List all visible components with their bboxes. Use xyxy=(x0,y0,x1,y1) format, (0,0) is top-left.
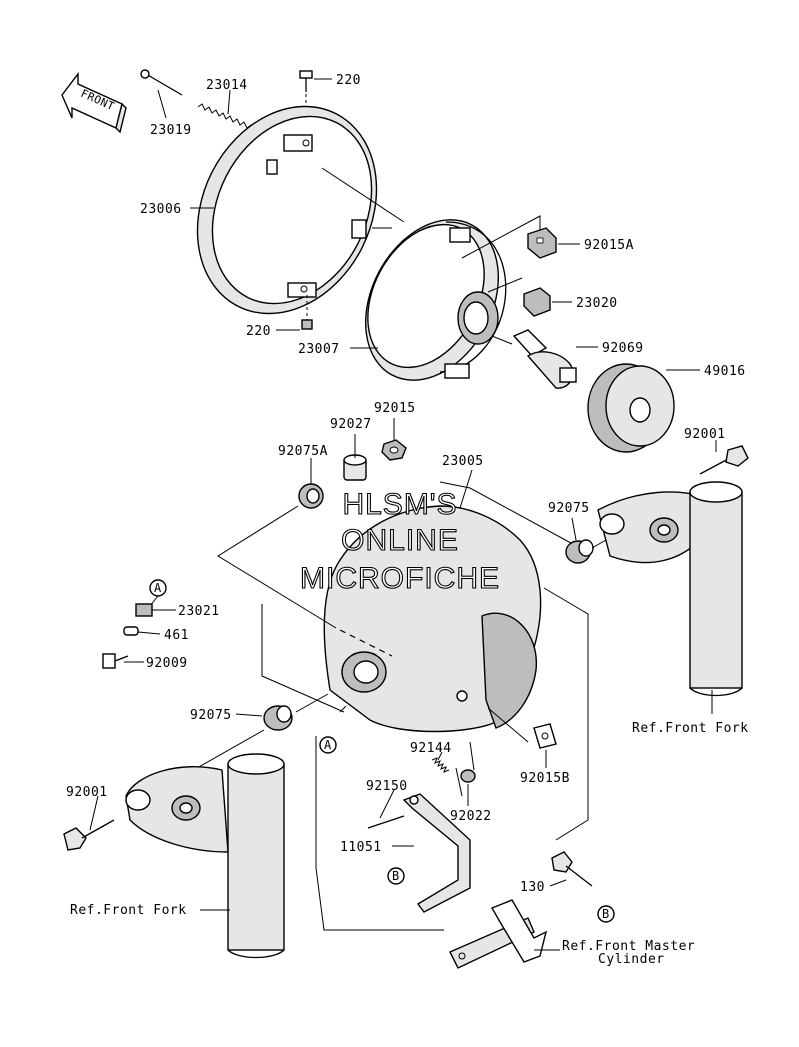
front-direction-arrow: FRONT xyxy=(61,71,127,134)
label-130: 130 xyxy=(520,880,545,895)
bracket-11051 xyxy=(402,793,471,913)
label-92015A: 92015A xyxy=(584,238,634,253)
right-fork-bracket xyxy=(597,491,701,564)
ref-front-fork-left: Ref.Front Fork xyxy=(70,903,187,918)
bulb-92069 xyxy=(512,329,577,389)
callout-b-left: B xyxy=(387,867,405,885)
watermark-line3: MICROFICHE xyxy=(300,562,500,595)
label-92015: 92015 xyxy=(374,401,416,416)
bolt-92001-right xyxy=(699,445,749,475)
nut-92015 xyxy=(381,439,407,461)
watermark-line2: ONLINE xyxy=(341,524,459,557)
cap-92015A xyxy=(527,227,557,259)
label-92075-right: 92075 xyxy=(548,501,590,516)
headlight-rim-23006 xyxy=(196,105,378,315)
bolt-130 xyxy=(551,851,593,887)
left-fork-bracket xyxy=(125,766,229,853)
label-92009: 92009 xyxy=(146,656,188,671)
part-labels: 23019 23014 220 23006 220 23007 92015A 2… xyxy=(66,73,749,967)
screw-92009 xyxy=(102,653,129,669)
label-23014: 23014 xyxy=(206,78,248,93)
screw-92150 xyxy=(367,815,405,829)
cap-23020 xyxy=(523,287,551,317)
svg-text:A: A xyxy=(324,738,332,752)
watermark: HLSM'S ONLINE MICROFICHE xyxy=(299,487,500,595)
master-cylinder-bracket xyxy=(449,899,548,969)
screw-220-bottom xyxy=(301,295,313,330)
label-92144: 92144 xyxy=(410,741,452,756)
svg-text:B: B xyxy=(392,869,399,883)
grommet-92075-left xyxy=(263,705,293,731)
label-49016: 49016 xyxy=(704,364,746,379)
connector-23021 xyxy=(135,603,153,617)
label-23021: 23021 xyxy=(178,604,220,619)
label-23006: 23006 xyxy=(140,202,182,217)
ref-master-cylinder-line2: Cylinder xyxy=(598,952,665,967)
headlight-housing-23005 xyxy=(323,505,542,733)
collar-92027 xyxy=(343,454,367,481)
label-461: 461 xyxy=(164,628,189,643)
callout-b-right: B xyxy=(597,905,615,923)
label-92001-left: 92001 xyxy=(66,785,108,800)
label-23019: 23019 xyxy=(150,123,192,138)
right-front-fork-tube xyxy=(689,481,743,697)
svg-text:B: B xyxy=(602,907,609,921)
clip-461 xyxy=(123,626,139,636)
label-92027: 92027 xyxy=(330,417,372,432)
label-92075-left: 92075 xyxy=(190,708,232,723)
nut-92022 xyxy=(460,769,476,783)
label-220-bottom: 220 xyxy=(246,324,271,339)
label-23020: 23020 xyxy=(576,296,618,311)
leader-lines xyxy=(89,78,717,951)
svg-text:A: A xyxy=(154,581,162,595)
grommet-92075-right xyxy=(565,539,594,564)
clip-92015B xyxy=(533,723,557,749)
grommet-92075A xyxy=(298,483,324,509)
bolt-92001-left xyxy=(63,819,115,851)
screw-23019 xyxy=(140,69,183,96)
label-92075A: 92075A xyxy=(278,444,328,459)
label-92069: 92069 xyxy=(602,341,644,356)
label-11051: 11051 xyxy=(340,840,382,855)
label-92001-right: 92001 xyxy=(684,427,726,442)
ref-master-cylinder-line1: Ref.Front Master xyxy=(562,939,695,954)
spring-92144 xyxy=(431,757,450,773)
label-92150: 92150 xyxy=(366,779,408,794)
callout-a-bottom: A xyxy=(319,736,337,754)
label-92015B: 92015B xyxy=(520,771,570,786)
watermark-line1: HLSM'S xyxy=(342,488,457,521)
label-23005: 23005 xyxy=(442,454,484,469)
left-front-fork-tube xyxy=(227,753,285,959)
cover-49016 xyxy=(587,363,675,453)
callout-a-top: A xyxy=(149,579,167,607)
ref-front-fork-right: Ref.Front Fork xyxy=(632,721,749,736)
label-23007: 23007 xyxy=(298,342,340,357)
label-92022: 92022 xyxy=(450,809,492,824)
headlight-unit-23007 xyxy=(364,219,507,381)
label-220-top: 220 xyxy=(336,73,361,88)
